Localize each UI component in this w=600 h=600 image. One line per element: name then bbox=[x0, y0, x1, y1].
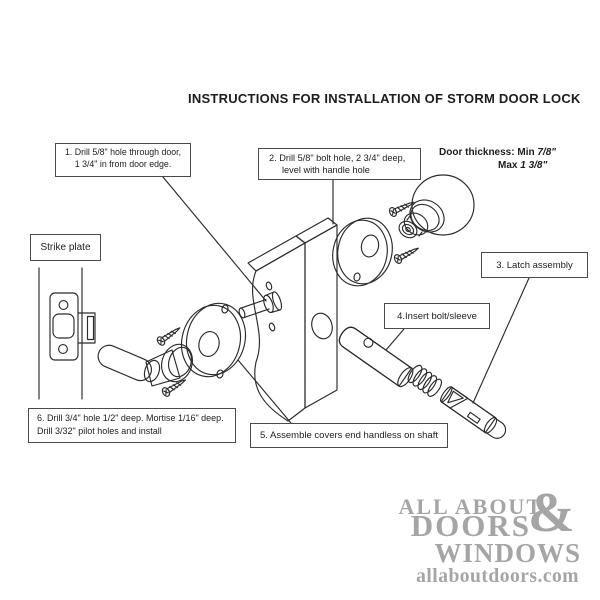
thickness-min-value: 7/8" bbox=[537, 147, 557, 158]
page-title: INSTRUCTIONS FOR INSTALLATION OF STORM D… bbox=[188, 91, 581, 106]
latch-bolt-drawing bbox=[439, 386, 507, 439]
thickness-min-label: Min bbox=[517, 147, 535, 158]
lever-handle-drawing bbox=[97, 343, 194, 387]
strike-plate-drawing bbox=[49, 292, 79, 361]
callout-step3: 3. Latch assembly bbox=[481, 252, 588, 278]
watermark-windows: WINDOWS bbox=[434, 538, 581, 568]
screw-icon bbox=[392, 243, 422, 266]
step2-line1: 2. Drill 5/8" bolt hole, 2 3/4" deep, bbox=[269, 153, 406, 163]
sleeve-drawing bbox=[338, 326, 414, 388]
callout-step6: 6. Drill 3/4" hole 1/2" deep. Mortise 1/… bbox=[28, 408, 236, 443]
strike-plate-label: Strike plate bbox=[40, 242, 91, 253]
step3-label: 3. Latch assembly bbox=[496, 259, 573, 271]
thickness-max-value: 1 3/8" bbox=[520, 159, 548, 171]
knob-drawing bbox=[398, 174, 475, 239]
exterior-rose-drawing bbox=[332, 217, 393, 287]
watermark-doors: DOORS bbox=[410, 508, 531, 543]
step5-label: 5. Assemble covers end handless on shaft bbox=[260, 430, 438, 441]
thickness-max-label: Max bbox=[498, 159, 518, 171]
door-thickness-note: Door thickness: Min 7/8" Max 1 3/8" bbox=[439, 147, 556, 172]
door-edge-drawing bbox=[247, 217, 338, 422]
leader-lines bbox=[162, 176, 530, 424]
step1-line1: 1. Drill 5/8" hole through door, bbox=[64, 147, 182, 157]
thickness-min-line: Door thickness: Min 7/8" bbox=[439, 147, 556, 160]
watermark-url: allaboutdoors.com bbox=[416, 566, 579, 587]
screw-icon bbox=[155, 323, 184, 348]
callout-step2: 2. Drill 5/8" bolt hole, 2 3/4" deep, le… bbox=[258, 148, 421, 180]
callout-step4: 4.Insert bolt/sleeve bbox=[384, 303, 490, 329]
thickness-max-line: Max 1 3/8" bbox=[498, 160, 556, 173]
callout-step5: 5. Assemble covers end handless on shaft bbox=[250, 423, 448, 448]
watermark-ampersand: & bbox=[528, 482, 575, 544]
step6-line2: Drill 3/32" pilot holes and install bbox=[37, 425, 162, 436]
spring-drawing bbox=[407, 364, 443, 397]
latch-keeper-drawing bbox=[77, 312, 96, 344]
watermark-all-about: ALL ABOUT bbox=[398, 494, 543, 519]
door-jamb-drawing bbox=[38, 267, 83, 400]
step2-line2: level with handle hole bbox=[282, 165, 370, 176]
step1-line2: 1 3/4" in from door edge. bbox=[74, 158, 172, 169]
callout-strike-plate: Strike plate bbox=[30, 234, 101, 261]
step4-label: 4.Insert bolt/sleeve bbox=[397, 310, 477, 322]
callout-step1: 1. Drill 5/8" hole through door, 1 3/4" … bbox=[55, 143, 191, 177]
thickness-label: Door thickness: bbox=[439, 147, 515, 158]
interior-rose-drawing bbox=[180, 302, 247, 379]
spindle-drawing bbox=[238, 291, 283, 319]
step6-line1: 6. Drill 3/4" hole 1/2" deep. Mortise 1/… bbox=[37, 413, 224, 423]
